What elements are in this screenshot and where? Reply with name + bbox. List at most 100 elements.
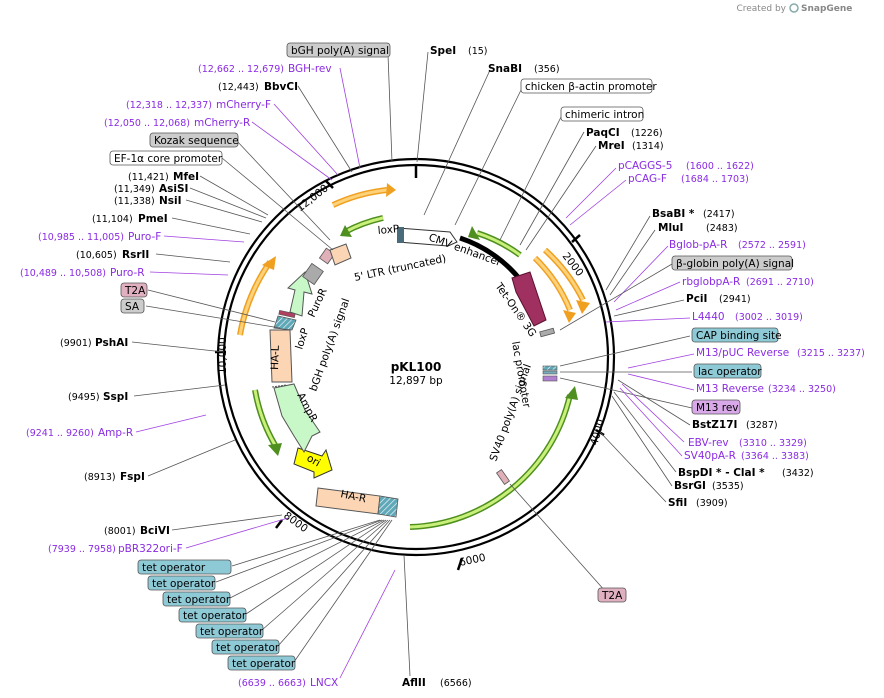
tet-operator-label: tet operator	[216, 642, 280, 654]
primer-position: (1600 .. 1622)	[686, 161, 754, 172]
primer-label: Puro-R	[110, 267, 145, 279]
primer-position: (3215 .. 3237)	[797, 348, 865, 359]
primer-label: rbglobpA-R	[682, 276, 740, 288]
snapgene-logo-icon	[789, 3, 799, 13]
primer-position: (3364 .. 3383)	[741, 451, 809, 462]
enzyme-position: (3909)	[696, 498, 728, 509]
enzyme-position: (15)	[468, 46, 488, 57]
enzyme-label: SfiI	[668, 497, 687, 509]
backbone-outer	[216, 157, 616, 557]
enzyme-label: BstZ17I	[692, 419, 737, 431]
primer-position: (1684 .. 1703)	[681, 174, 749, 185]
primer-position: (3002 .. 3019)	[735, 312, 803, 323]
feature-box-label: lac operator	[698, 366, 762, 378]
primer-label: M13 Reverse	[696, 383, 764, 395]
feature-loxp-top: loxP	[377, 223, 400, 237]
feature-box-label: bGH poly(A) signal	[291, 45, 389, 57]
plasmid-size: 12,897 bp	[389, 375, 443, 387]
enzyme-position: (356)	[534, 64, 560, 75]
enzyme-position: (11,338)	[114, 196, 155, 207]
enzyme-label: RsrII	[122, 249, 149, 261]
hal-block	[269, 310, 297, 383]
enzyme-label: BsaBI *	[652, 208, 695, 220]
primer-label: Bglob-pA-R	[669, 239, 727, 251]
enzyme-label: BspDI * - ClaI *	[678, 467, 765, 479]
enzyme-position: (9901)	[60, 338, 92, 349]
enzyme-position: (3432)	[782, 468, 814, 479]
enzyme-position: (12,443)	[218, 82, 259, 93]
watermark-text: Created by	[736, 4, 786, 14]
tet-operator-label: tet operator	[152, 578, 216, 590]
primer-label: pCAG-F	[628, 173, 667, 185]
feature-box-label: EF-1α core promoter	[114, 153, 223, 165]
tick-label-2000: 2000	[560, 250, 586, 278]
feature-box-label: T2A	[124, 285, 146, 297]
ampr-arrow	[273, 383, 321, 454]
ef1a-promoter-feature	[329, 243, 352, 266]
t2a-right-feature	[495, 468, 511, 486]
enzyme-position: (10,605)	[76, 250, 117, 261]
enzyme-label: SspI	[103, 391, 128, 403]
har-block	[315, 487, 399, 518]
tet-operator-label: tet operator	[142, 562, 206, 574]
enzyme-label: AsiSI	[159, 183, 188, 195]
primer-position: (10,489 .. 10,508)	[20, 268, 106, 279]
plasmid-name: pKL100	[391, 360, 442, 374]
primer-position: (3310 .. 3329)	[739, 438, 807, 449]
enzyme-position: (3287)	[746, 420, 778, 431]
feature-box-label: β-globin poly(A) signal	[676, 258, 794, 270]
tick-label-6000: 6000	[458, 552, 487, 569]
primer-label: EBV-rev	[688, 437, 729, 449]
primer-position: (6639 .. 6663)	[238, 678, 306, 689]
primer-position: (3234 .. 3250)	[768, 384, 836, 395]
primer-label: L4440	[692, 311, 725, 323]
enzyme-position: (2417)	[703, 209, 735, 220]
enzyme-label: MfeI	[173, 171, 199, 183]
enzyme-position: (9495)	[68, 392, 100, 403]
tet-operator-label: tet operator	[167, 594, 231, 606]
primer-position: (12,050 .. 12,068)	[104, 118, 190, 129]
primer-label: pCAGGS-5	[618, 160, 672, 172]
enzyme-label: MluI	[658, 222, 683, 234]
primer-label: BGH-rev	[288, 63, 332, 75]
enzyme-label: BsrGI	[674, 480, 706, 492]
primer-label: Puro-F	[128, 231, 161, 243]
feature-sv40: SV40 poly(A) signal	[488, 363, 534, 463]
primer-position: (10,985 .. 11,005)	[38, 232, 124, 243]
enzyme-position: (11,104)	[92, 214, 133, 225]
primer-label: Amp-R	[98, 427, 133, 439]
sa-feature	[302, 262, 324, 286]
enzyme-position: (11,349)	[114, 184, 155, 195]
right-leaders	[416, 51, 695, 593]
enzyme-position: (1226)	[631, 128, 663, 139]
feature-arcs	[237, 187, 586, 530]
enzyme-position: (8913)	[84, 472, 116, 483]
feature-box-label: chicken β-actin promoter	[525, 81, 657, 93]
enzyme-position: (11,421)	[128, 172, 169, 183]
tick-label-10000: 10,000	[217, 337, 229, 374]
feature-hal: HA-L	[269, 345, 282, 370]
enzyme-label: BbvCI	[264, 81, 298, 93]
primer-position: (12,318 .. 12,337)	[126, 100, 212, 111]
feature-box-label: SA	[125, 301, 140, 313]
primer-position: (9241 .. 9260)	[26, 428, 94, 439]
feature-loxp-left: loxP	[293, 327, 311, 351]
enzyme-label: MreI	[598, 140, 625, 152]
enzyme-label: SpeI	[430, 45, 456, 57]
primer-position: (12,662 .. 12,679)	[198, 64, 284, 75]
primer-position: (2691 .. 2710)	[746, 277, 814, 288]
tet-operator-label: tet operator	[183, 610, 247, 622]
enzyme-label: NsiI	[159, 195, 182, 207]
lac-operator-feature	[542, 370, 558, 375]
tet-operator-label: tet operator	[200, 626, 264, 638]
m13-rev-feature	[542, 375, 558, 382]
primer-position: (2572 .. 2591)	[738, 240, 806, 251]
enzyme-position: (2941)	[719, 294, 751, 305]
enzyme-label: AflII	[402, 677, 426, 689]
cap-site-feature	[542, 365, 558, 371]
enzyme-position: (2483)	[706, 223, 738, 234]
arc-arrowheads	[262, 183, 590, 456]
primer-label: mCherry-F	[216, 99, 271, 111]
feature-box-label: chimeric intron	[565, 109, 644, 121]
